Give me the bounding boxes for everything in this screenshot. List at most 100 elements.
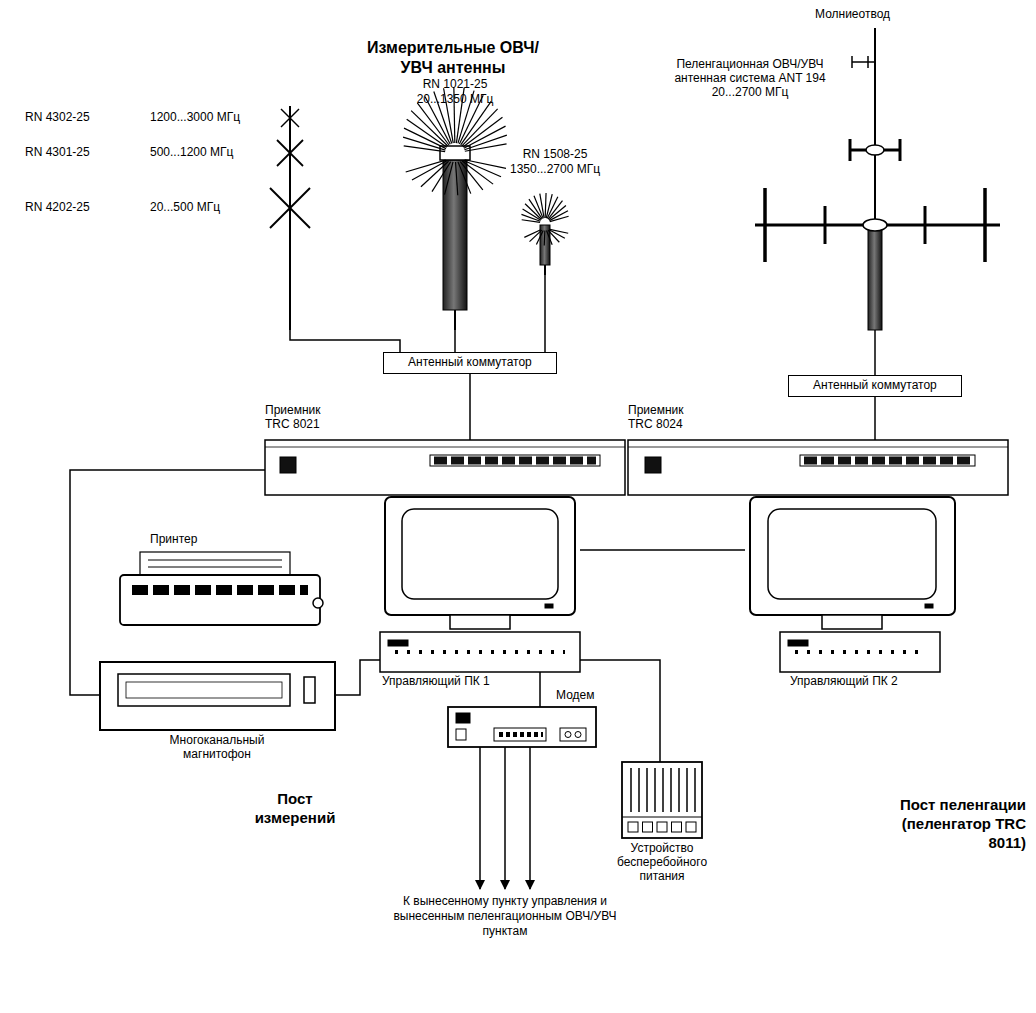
- computer: [385, 497, 575, 615]
- ups-unit: [654, 768, 656, 812]
- connector-wire: [335, 660, 380, 695]
- node-label: RN 4202-25: [25, 201, 90, 215]
- log-periodic-antennas: [277, 140, 303, 166]
- receiver-body: [628, 440, 1008, 495]
- log-periodic-antennas: [270, 188, 310, 228]
- connector-wire: [580, 660, 660, 762]
- remote-link-arrows: [504, 747, 506, 889]
- discone-antenna: [458, 162, 471, 194]
- section-heading: Измерительные ОВЧ/УВЧ антенны: [363, 38, 543, 78]
- ups-unit: [670, 768, 672, 812]
- computer: [388, 640, 408, 646]
- antenna-array: МолниеотводПеленгационная ОВЧ/УВЧ антенн…: [650, 4, 1020, 330]
- receiver-body: [265, 440, 625, 495]
- switch-box: Антенный коммутатор: [383, 352, 557, 374]
- discone-antenna: [548, 230, 559, 242]
- node-label: Устройство бесперебойного питания: [602, 842, 722, 883]
- tape-recorder: [126, 682, 282, 698]
- receiver-body: [804, 457, 971, 465]
- computer: Управляющий ПК 1: [380, 497, 580, 672]
- discone-antenna: [456, 162, 458, 195]
- node-label: Модем: [556, 689, 594, 703]
- modem: [448, 707, 596, 747]
- direction-finding-antenna: [983, 188, 987, 262]
- computer: [795, 650, 925, 654]
- node-label: Антенный коммутатор: [408, 356, 532, 370]
- connector-wire: [70, 470, 265, 695]
- printer: [132, 585, 308, 595]
- direction-finding-antenna: [852, 61, 875, 63]
- computer: [450, 615, 510, 629]
- connector-wire: [454, 330, 456, 352]
- node-label: Многоканальный магнитофон: [157, 734, 277, 762]
- log-periodic-antennas: [270, 106, 310, 330]
- discone-antenna: [545, 193, 547, 218]
- connector-wire: [580, 549, 745, 551]
- modem: [456, 729, 466, 740]
- ups-unit: [622, 762, 702, 838]
- ups-unit: [686, 768, 688, 812]
- tape-recorder: [118, 674, 290, 706]
- connector-wire: [874, 397, 876, 440]
- discone-antenna: [461, 101, 491, 144]
- node-label: Приемник TRC 8021: [265, 404, 335, 432]
- receiver: Приемник TRC 8021: [265, 440, 625, 495]
- section-heading: Пост измерений: [240, 790, 350, 828]
- discone-antenna: [406, 160, 446, 172]
- discone-antenna: [465, 144, 507, 151]
- receiver-body: [800, 455, 975, 466]
- node-label: RN 4302-25: [25, 111, 90, 125]
- computer: [395, 650, 565, 654]
- discone-antenna: [445, 162, 453, 195]
- modem: [448, 707, 596, 747]
- ups-unit: [672, 822, 682, 832]
- printer: [148, 560, 282, 561]
- ups-unit: [662, 768, 664, 812]
- node-label: 1200...3000 МГц: [150, 111, 240, 125]
- direction-finding-antenna: [867, 56, 869, 68]
- printer: [120, 575, 320, 625]
- receiver: Приемник TRC 8024: [628, 440, 1008, 495]
- printer: Принтер: [120, 550, 320, 625]
- receiver-body: [628, 447, 1008, 448]
- discone-antenna: [454, 310, 456, 330]
- computer: [768, 509, 936, 599]
- remote-link-arrows: [479, 747, 481, 889]
- connector-wire: [290, 330, 400, 352]
- discone-antenna: [464, 160, 501, 176]
- direction-finding-antenna: [849, 139, 852, 161]
- computer: [925, 604, 933, 608]
- discone-antenna: [432, 162, 451, 192]
- computer: [822, 615, 882, 629]
- node-label: 20...500 МГц: [150, 201, 220, 215]
- modem: [565, 732, 571, 738]
- computer: [545, 604, 553, 608]
- ups-unit: [657, 822, 667, 832]
- log-periodic-antennas: [281, 109, 299, 127]
- receiver-body: [265, 440, 1008, 495]
- connector-wire: [874, 330, 876, 375]
- modem: [494, 728, 546, 741]
- log-periodic-antennas: [281, 109, 299, 127]
- node-label: Управляющий ПК 1: [382, 675, 490, 689]
- discone-antenna: [521, 193, 568, 275]
- printer: [148, 567, 282, 568]
- discone-antenna: [547, 197, 558, 219]
- modem: [575, 732, 581, 738]
- tape-recorder: [100, 662, 335, 730]
- direction-finding-antenna: [866, 145, 884, 155]
- computer: [750, 497, 955, 615]
- ups-unit: [646, 768, 648, 812]
- direction-finding-antenna: [868, 228, 882, 330]
- discone-antenna: [529, 199, 542, 219]
- node-label: Пеленгационная ОВЧ/УВЧ антенная система …: [660, 58, 840, 99]
- direction-finding-antenna: [763, 188, 767, 262]
- node-label: Молниеотвод: [815, 8, 890, 22]
- antenna: RN 1508-251350...2700 МГц: [500, 148, 610, 275]
- computer: [788, 640, 808, 646]
- computer: [780, 632, 940, 672]
- tape-recorder: [100, 662, 335, 730]
- ups-unit: [622, 817, 702, 818]
- ups-unit: [628, 822, 638, 832]
